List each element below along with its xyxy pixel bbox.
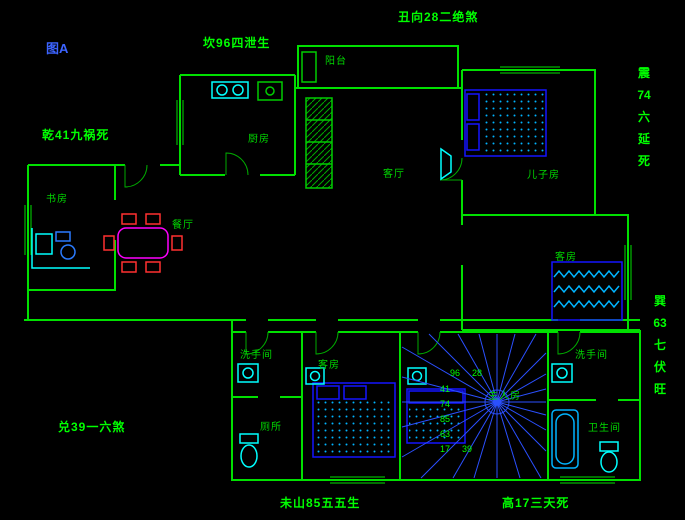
kitchen-sink — [257, 81, 283, 101]
toilet-bathroom — [599, 441, 619, 473]
stair-fan — [401, 333, 547, 479]
annotation-top: 丑向28二绝煞 — [398, 10, 479, 24]
stair-number: 28 — [472, 368, 483, 378]
bathtub — [551, 409, 579, 469]
furniture-layer — [31, 51, 623, 473]
study-desk — [31, 228, 90, 269]
stove — [211, 81, 249, 99]
annotation-xun-line: 伏 — [653, 360, 666, 374]
washbasin-bedroom — [305, 367, 325, 385]
bed-son — [464, 89, 547, 157]
annotation-xun-line: 63 — [653, 316, 667, 330]
windows-layer — [24, 66, 632, 484]
room-label-kitchen: 厨房 — [248, 134, 270, 145]
stair-number: 96 — [450, 368, 461, 378]
speaker — [440, 147, 452, 181]
balcony-unit — [301, 51, 317, 83]
stair-number: 39 — [462, 444, 473, 454]
washbasin-right — [551, 363, 573, 383]
room-label-son: 儿子房 — [527, 170, 560, 181]
bed-bedroom — [312, 382, 396, 458]
stair-number: 41 — [440, 384, 451, 394]
room-label-balcony: 阳台 — [325, 56, 347, 67]
annotation-zhen-line: 六 — [637, 110, 650, 124]
room-label-bath-left: 洗手间 — [240, 350, 273, 361]
room-label-guest: 客房 — [555, 252, 577, 263]
annotation-zhen-line: 震 — [637, 66, 650, 80]
room-label-study: 书房 — [46, 194, 68, 205]
annotation-zhen-line: 延 — [637, 132, 650, 146]
annotation-xun-line: 旺 — [653, 382, 666, 396]
annotation-xun: 巽 63 七 伏 旺 — [648, 290, 672, 400]
annotation-wei: 未山85五五生 — [280, 496, 361, 510]
walls-layer — [24, 45, 641, 481]
room-label-bathroom: 卫生间 — [588, 423, 621, 434]
washbasin-left — [237, 363, 259, 383]
toilet-wc — [239, 433, 259, 468]
bed-guest — [551, 261, 623, 321]
dining-set — [103, 213, 183, 273]
room-label-living: 客厅 — [383, 169, 405, 180]
door-arcs-layer — [124, 152, 581, 355]
annotation-kan: 坎96四泄生 — [203, 36, 271, 50]
washbasin-master — [407, 367, 427, 385]
room-label-bedroom: 客房 — [318, 360, 340, 371]
sofa — [305, 97, 333, 189]
room-label-toilet: 厕所 — [260, 422, 282, 433]
room-label-bath-right: 洗手间 — [575, 350, 608, 361]
annotation-qian: 乾41九祸死 — [42, 128, 110, 142]
stair-number: 17 — [440, 444, 451, 454]
bed-master — [406, 388, 466, 444]
annotation-zhen-line: 死 — [637, 154, 650, 168]
stair-number: 63 — [440, 429, 451, 439]
annotation-xun-line: 巽 — [653, 294, 666, 308]
annotation-xun-line: 七 — [653, 338, 666, 352]
annotation-gao: 高17三天死 — [502, 496, 570, 510]
stair-number: 85 — [440, 414, 451, 424]
figure-label: 图A — [46, 41, 69, 56]
stair-number: 74 — [440, 399, 451, 409]
annotation-zhen: 震 74 六 延 死 — [632, 62, 656, 172]
annotation-zhen-line: 74 — [637, 88, 651, 102]
dining-chairs — [103, 213, 183, 273]
balcony-outline — [297, 45, 459, 89]
room-label-dining: 餐厅 — [172, 220, 194, 231]
room-label-master: 主人房 — [488, 391, 521, 402]
dining-table — [117, 227, 169, 259]
annotation-dui: 兑39一六煞 — [58, 420, 126, 434]
